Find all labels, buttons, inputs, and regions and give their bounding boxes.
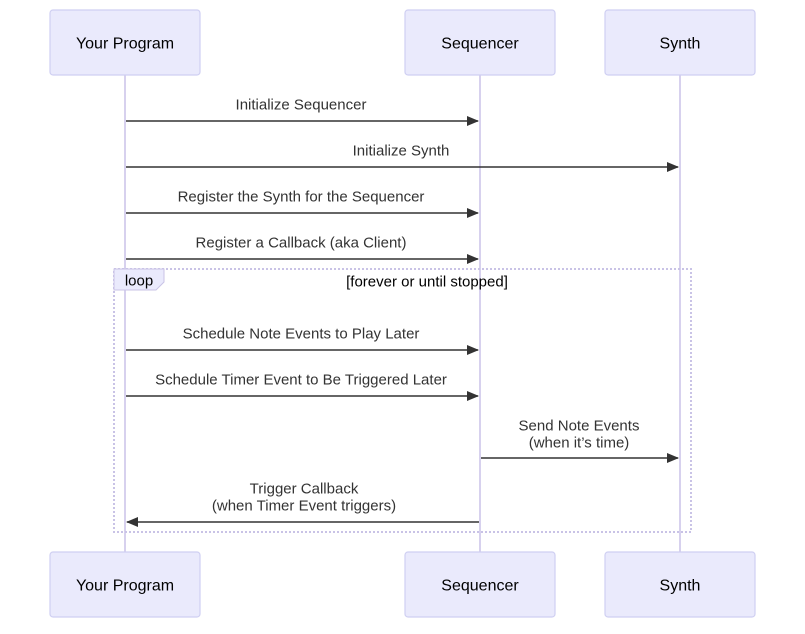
participant-your-program-bottom: Your Program (49, 551, 201, 618)
message-trigger-callback: Trigger Callback (when Timer Event trigg… (126, 481, 479, 527)
message-label: Initialize Synth (353, 143, 450, 160)
participant-synth-bottom: Synth (604, 551, 756, 618)
participant-sequencer-top: Sequencer (404, 9, 556, 76)
participant-sequencer-bottom: Sequencer (404, 551, 556, 618)
message-label-line-1: Send Note Events (519, 418, 640, 435)
participant-synth-top: Synth (604, 9, 756, 76)
participant-label: Synth (660, 36, 701, 53)
participant-label: Synth (660, 578, 701, 595)
loop-keyword: loop (125, 273, 153, 290)
message-register-callback: Register a Callback (aka Client) (126, 235, 479, 264)
participant-your-program-top: Your Program (49, 9, 201, 76)
participant-label: Your Program (76, 578, 174, 595)
participant-label: Your Program (76, 36, 174, 53)
message-label-line-1: Trigger Callback (250, 481, 359, 498)
message-schedule-timer-event: Schedule Timer Event to Be Triggered Lat… (126, 372, 479, 401)
message-label: Register a Callback (aka Client) (196, 235, 407, 252)
loop-frame: loop [forever or until stopped] (113, 268, 692, 533)
participant-label: Sequencer (441, 578, 519, 595)
message-initialize-synth: Initialize Synth (126, 143, 679, 172)
message-label: Schedule Note Events to Play Later (183, 326, 420, 343)
message-initialize-sequencer: Initialize Sequencer (126, 97, 479, 126)
loop-border (113, 268, 692, 533)
message-register-synth: Register the Synth for the Sequencer (126, 189, 479, 218)
message-label-line-2: (when Timer Event triggers) (212, 498, 396, 515)
message-label: Initialize Sequencer (236, 97, 367, 114)
loop-label-tab (113, 268, 165, 291)
message-label-line-2: (when it’s time) (529, 435, 630, 452)
loop-condition: [forever or until stopped] (346, 274, 508, 291)
participant-label: Sequencer (441, 36, 519, 53)
message-schedule-note-events: Schedule Note Events to Play Later (126, 326, 479, 355)
message-label: Register the Synth for the Sequencer (178, 189, 425, 206)
message-label: Schedule Timer Event to Be Triggered Lat… (155, 372, 447, 389)
message-send-note-events: Send Note Events (when it’s time) (481, 418, 679, 463)
